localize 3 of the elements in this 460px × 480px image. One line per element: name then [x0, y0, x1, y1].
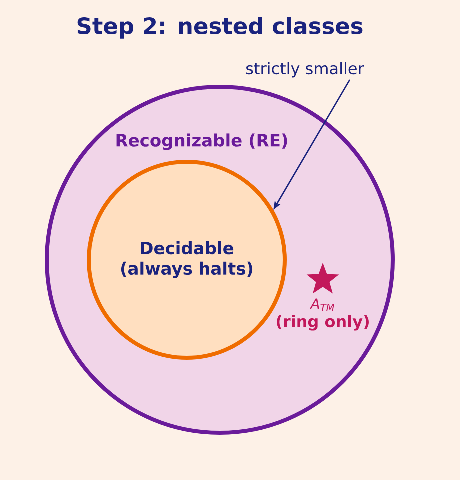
- title: Step 2: nested classes: [78, 17, 363, 39]
- annotation-text: strictly smaller: [246, 62, 364, 78]
- marker-label: A$_{TM}$: [310, 298, 334, 312]
